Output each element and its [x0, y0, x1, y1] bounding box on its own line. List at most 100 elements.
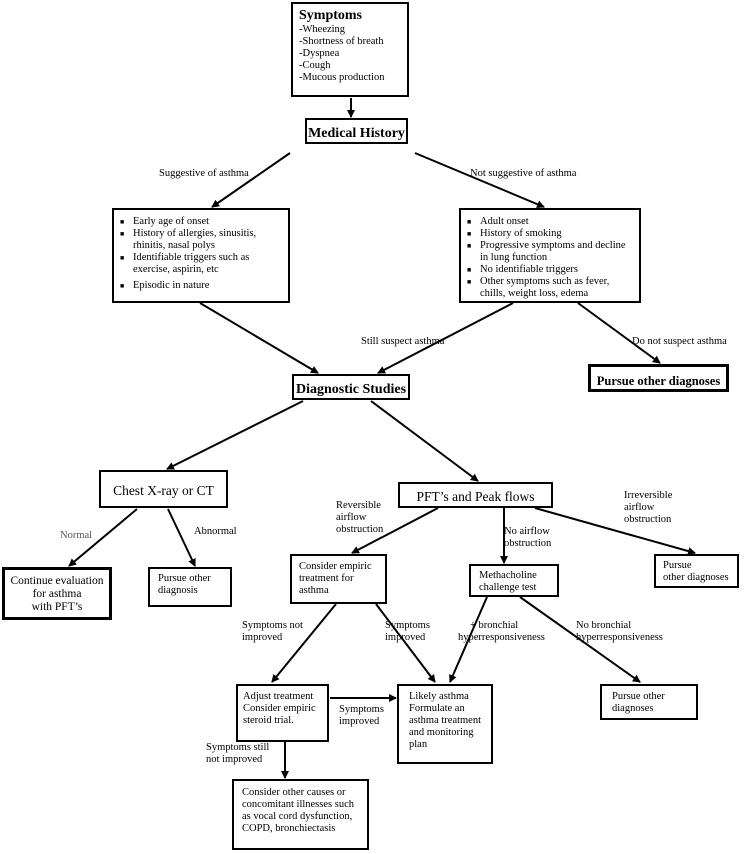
diagnostic-studies-label: Diagnostic Studies — [295, 382, 407, 397]
label-still-suspect: Still suspect asthma — [361, 336, 445, 347]
arrow-not-suggestive-to-pursue — [577, 302, 661, 364]
chest-xray-label: Chest X-ray or CT — [113, 483, 214, 498]
symptom-item: -Wheezing — [299, 24, 346, 35]
not-suggestive-item: No identifiable triggers — [465, 264, 633, 276]
arrow-consider-to-adjust — [271, 603, 337, 683]
arrow-chest-to-continue — [68, 508, 138, 567]
consider-empiric-line: treatment for — [299, 573, 354, 584]
suggestive-item: Episodic in nature — [118, 280, 282, 292]
label-line: improved — [242, 632, 283, 643]
label-irreversible: Irreversible airflow obstruction — [624, 490, 672, 526]
medical-history-box: Medical History — [305, 118, 408, 144]
pursue-other-diagnoses-lower-line: diagnoses — [612, 703, 654, 714]
label-line: Symptoms — [339, 704, 384, 715]
likely-asthma-line: plan — [409, 739, 428, 750]
label-do-not-suspect: Do not suspect asthma — [632, 336, 727, 347]
adjust-treatment-line: Consider empiric — [243, 703, 316, 714]
symptoms-box: Symptoms -Wheezing -Shortness of breath … — [291, 2, 409, 97]
likely-asthma-line: and monitoring — [409, 727, 474, 738]
label-reversible: Reversible airflow obstruction — [336, 500, 383, 536]
symptom-item: -Cough — [299, 60, 331, 71]
not-suggestive-item: Progressive symptoms and decline in lung… — [465, 240, 633, 264]
methacholine-line: Methacholine — [479, 570, 537, 581]
arrow-history-to-suggestive — [211, 152, 291, 208]
consider-other-line: concomitant illnesses such — [242, 799, 354, 810]
label-line: obstruction — [336, 524, 384, 535]
arrow-pft-to-consider — [351, 507, 439, 554]
label-line: hyperresponsiveness — [458, 632, 545, 643]
chest-xray-box: Chest X-ray or CT — [99, 470, 228, 508]
likely-asthma-line: Likely asthma — [409, 691, 469, 702]
arrow-consider-to-likely — [375, 603, 436, 683]
adjust-treatment-line: Adjust treatment — [243, 691, 314, 702]
label-line: airflow — [336, 512, 367, 523]
label-normal: Normal — [60, 530, 93, 541]
label-no-bronchial: No bronchial hyperresponsiveness — [576, 620, 663, 644]
continue-evaluation-line: for asthma — [32, 588, 82, 600]
adjust-treatment-line: steroid trial. — [243, 715, 294, 726]
arrow-diagnostic-to-pft — [370, 400, 479, 482]
consider-empiric-line: asthma — [299, 585, 329, 596]
consider-other-line: as vocal cord dysfunction, — [242, 811, 353, 822]
arrow-chest-to-pursue-diagnosis — [167, 508, 196, 567]
label-line: No airflow — [504, 526, 550, 537]
label-line: hyperresponsiveness — [576, 632, 663, 643]
label-line: Reversible — [336, 500, 381, 511]
label-line: not improved — [206, 754, 263, 765]
label-line: Irreversible — [624, 490, 673, 501]
continue-evaluation-box: Continue evaluation for asthma with PFT’… — [2, 567, 112, 620]
label-line: No bronchial — [576, 620, 632, 631]
label-line: airflow — [624, 502, 655, 513]
label-suggestive: Suggestive of asthma — [159, 168, 249, 179]
arrow-not-suggestive-to-diagnostic — [377, 302, 514, 374]
symptom-item: -Mucous production — [299, 72, 385, 83]
label-line: improved — [339, 716, 380, 727]
label-line: obstruction — [624, 514, 672, 525]
adjust-treatment-box: Adjust treatment Consider empiric steroi… — [236, 684, 329, 742]
label-line: + bronchial — [470, 620, 519, 631]
pft-label: PFT’s and Peak flows — [416, 489, 535, 504]
label-line: obstruction — [504, 538, 552, 549]
not-suggestive-item: Other symptoms such as fever, chills, we… — [465, 276, 633, 300]
label-symptoms-improved-1: Symptoms improved — [385, 620, 430, 644]
medical-history-label: Medical History — [308, 126, 405, 141]
continue-evaluation-line: with PFT’s — [31, 601, 83, 613]
label-no-airflow: No airflow obstruction — [504, 526, 551, 550]
pft-box: PFT’s and Peak flows — [398, 482, 553, 508]
consider-empiric-box: Consider empiric treatment for asthma — [290, 554, 387, 604]
suggestive-item: Early age of onset — [118, 216, 282, 228]
symptoms-title: Symptoms — [299, 8, 363, 23]
pursue-other-diagnosis-line: diagnosis — [158, 585, 198, 596]
label-line: Symptoms still — [206, 742, 270, 753]
suggestive-features-box: Early age of onset History of allergies,… — [112, 208, 290, 303]
pursue-other-diagnoses-lower-line: Pursue other — [612, 691, 665, 702]
not-suggestive-item: Adult onset — [465, 216, 633, 228]
suggestive-item: History of allergies, sinusitis, rhiniti… — [118, 228, 282, 252]
label-line: improved — [385, 632, 426, 643]
consider-other-causes-box: Consider other causes or concomitant ill… — [232, 779, 369, 850]
suggestive-item: Identifiable triggers such as exercise, … — [118, 252, 282, 276]
pursue-other-diagnoses-main-box: Pursue other diagnoses — [588, 364, 729, 392]
consider-other-line: COPD, bronchiectasis — [242, 823, 336, 834]
label-plus-bronchial: + bronchial hyperresponsiveness — [458, 620, 545, 644]
consider-empiric-line: Consider empiric — [299, 561, 372, 572]
label-not-suggestive: Not suggestive of asthma — [470, 168, 577, 179]
pursue-other-diagnosis-line: Pursue other — [158, 573, 211, 584]
symptom-item: -Dyspnea — [299, 48, 340, 59]
pursue-other-diagnoses-right-line: other diagnoses — [663, 572, 729, 583]
label-symptoms-still-not-improved: Symptoms still not improved — [206, 742, 269, 766]
arrow-diagnostic-to-chest — [166, 400, 304, 470]
pursue-other-diagnoses-right-line: Pursue — [663, 560, 692, 571]
pursue-other-diagnosis-box: Pursue other diagnosis — [148, 567, 232, 607]
label-symptoms-not-improved: Symptoms not improved — [242, 620, 303, 644]
likely-asthma-box: Likely asthma Formulate an asthma treatm… — [397, 684, 493, 764]
likely-asthma-line: Formulate an — [409, 703, 465, 714]
label-symptoms-improved-2: Symptoms improved — [339, 704, 384, 728]
label-line: Symptoms — [385, 620, 430, 631]
arrow-pft-to-pursue-right — [534, 507, 696, 555]
arrow-methacholine-to-likely — [449, 596, 488, 683]
methacholine-line: challenge test — [479, 582, 537, 593]
pursue-other-diagnoses-main-label: Pursue other diagnoses — [596, 374, 721, 388]
likely-asthma-line: asthma treatment — [409, 715, 482, 726]
